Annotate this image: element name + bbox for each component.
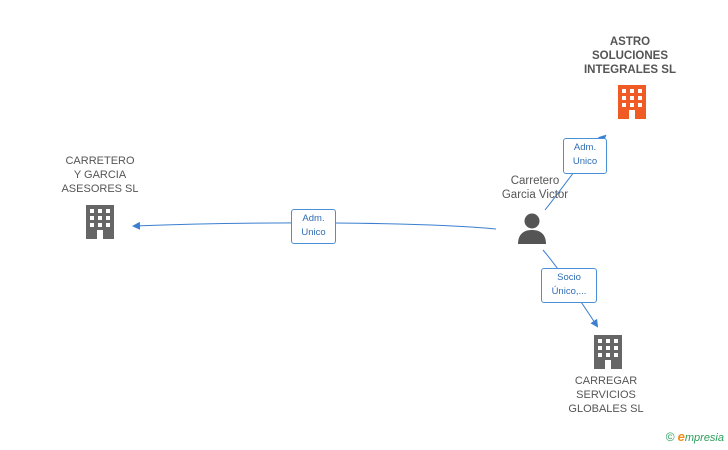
- node-label-line: Carretero: [510, 175, 560, 187]
- edge-label-line: Único,...: [551, 286, 587, 297]
- edge-label-line: Adm.: [573, 142, 597, 153]
- node-label-line: CARREGAR: [574, 375, 638, 387]
- node-label-line: Garcia Victor: [501, 189, 569, 201]
- node-label-carregar[interactable]: CARREGAR SERVICIOS GLOBALES SL: [546, 374, 666, 416]
- brand-logo-e: e: [677, 429, 685, 444]
- edge-label-line: Unico: [572, 156, 598, 167]
- node-label-line: ASTRO: [609, 36, 651, 48]
- brand-logo-text: mpresia: [684, 432, 724, 444]
- node-label-line: ASESORES SL: [61, 183, 139, 195]
- node-label-line: GLOBALES SL: [568, 403, 644, 415]
- edge-label-line: Socio: [557, 272, 581, 283]
- copyright-symbol: ©: [665, 430, 675, 444]
- node-label-line: Y GARCIA: [73, 169, 127, 181]
- node-label-person[interactable]: Carretero Garcia Victor: [475, 174, 595, 202]
- edge-label-to-carregar[interactable]: Socio Único,...: [541, 268, 597, 303]
- edge-label-to-astro[interactable]: Adm. Unico: [563, 138, 607, 174]
- building-icon[interactable]: [84, 205, 116, 239]
- edge-label-to-carretero-garcia[interactable]: Adm. Unico: [291, 209, 336, 244]
- node-label-line: SOLUCIONES: [591, 50, 669, 62]
- node-label-line: CARRETERO: [65, 155, 135, 167]
- node-label-carretero-garcia[interactable]: CARRETERO Y GARCIA ASESORES SL: [40, 154, 160, 196]
- person-icon[interactable]: [516, 212, 548, 244]
- brand-logo: ©empresia: [666, 429, 724, 444]
- building-icon[interactable]: [616, 85, 648, 119]
- edge-label-line: Unico: [301, 227, 326, 238]
- edge-label-line: Adm.: [302, 213, 325, 224]
- node-label-line: SERVICIOS: [576, 389, 636, 401]
- node-label-astro[interactable]: ASTRO SOLUCIONES INTEGRALES SL: [570, 35, 690, 77]
- node-label-line: INTEGRALES SL: [583, 64, 676, 76]
- building-icon[interactable]: [592, 335, 624, 369]
